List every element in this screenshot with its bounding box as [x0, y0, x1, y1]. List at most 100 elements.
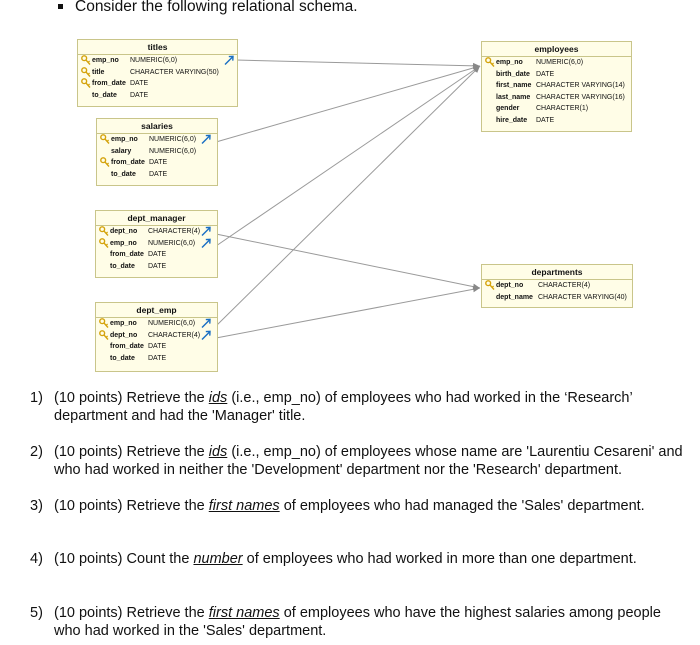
column-row: first_name CHARACTER VARYING(14) [482, 80, 631, 92]
question-text-part: of employees who had worked in more than… [242, 551, 637, 567]
table-name: titles [78, 40, 237, 55]
question-text-part: (10 points) Count the [54, 551, 194, 567]
column-type: NUMERIC(6,0) [148, 239, 196, 247]
column-name: emp_no [110, 239, 137, 247]
column-row: emp_no NUMERIC(6,0) [96, 237, 217, 250]
column-row: dept_no CHARACTER(4) [96, 226, 217, 238]
emphasized-term: number [193, 551, 243, 567]
fk-line-deptemp-employees [215, 65, 481, 327]
table-name: employees [482, 42, 631, 57]
column-type: DATE [149, 159, 168, 166]
column-name: emp_no [110, 320, 137, 327]
emphasized-term: first names [208, 605, 280, 621]
question-number: 1) [30, 390, 43, 406]
table-name: dept_manager [96, 211, 217, 226]
question-text: (10 points) Retrieve the first names of … [54, 605, 684, 640]
question-text: (10 points) Retrieve the ids (i.e., emp_… [54, 444, 684, 479]
question-number: 4) [30, 551, 43, 567]
column-name: dept_name [496, 293, 533, 301]
fk-line-salaries-employees [215, 65, 481, 143]
column-type: CHARACTER VARYING(50) [130, 68, 219, 76]
question-text-part: of employees who had managed the 'Sales'… [279, 498, 645, 514]
fk-line-deptmanager-departments [215, 233, 481, 290]
column-name: emp_no [496, 59, 523, 66]
column-name: emp_no [111, 136, 138, 143]
table-name: salaries [97, 119, 217, 134]
column-row: to_date DATE [96, 353, 217, 365]
column-type: DATE [148, 251, 167, 258]
column-name: from_date [110, 251, 144, 258]
intro-line: Consider the following relational schema… [58, 0, 358, 17]
column-type: NUMERIC(6,0) [148, 320, 196, 327]
question-text-part: (10 points) Retrieve the [54, 444, 209, 460]
column-type: NUMERIC(6,0) [149, 136, 197, 143]
column-row: gender CHARACTER(1) [482, 103, 631, 115]
column-type: DATE [148, 354, 167, 362]
column-type: NUMERIC(6,0) [149, 147, 197, 155]
table-dept-manager: dept_manager dept_no CHARACTER(4) emp_no NUM… [95, 210, 218, 278]
column-type: DATE [536, 70, 555, 78]
foreign-key-icon [224, 55, 234, 66]
column-row: hire_date DATE [482, 115, 631, 127]
column-name: hire_date [496, 116, 528, 124]
column-name: salary [111, 147, 132, 155]
column-name: to_date [110, 354, 135, 362]
emphasized-term: first names [208, 498, 280, 514]
column-row: from_date DATE [96, 249, 217, 261]
question-text: (10 points) Retrieve the ids (i.e., emp_… [54, 390, 684, 425]
question-number: 5) [30, 605, 43, 621]
question-number: 3) [30, 498, 43, 514]
question-text: (10 points) Count the number of employee… [54, 551, 684, 569]
column-type: CHARACTER(1) [536, 105, 589, 112]
fk-line-deptemp-departments [215, 286, 481, 339]
column-row: emp_no NUMERIC(6,0) [96, 318, 217, 330]
column-type: DATE [148, 343, 167, 350]
question-text-part: (i.e., emp_no) of employees who had work… [54, 390, 633, 424]
table-name: departments [482, 265, 632, 280]
primary-key-icon [485, 57, 495, 68]
primary-key-icon [99, 318, 109, 329]
column-name: gender [496, 105, 520, 112]
column-type: NUMERIC(6,0) [130, 57, 178, 64]
column-type: CHARACTER VARYING(14) [536, 82, 625, 89]
column-type: DATE [536, 116, 555, 124]
question-text-part: of employees who have the highest salari… [54, 605, 661, 639]
fk-line-titles-employees [235, 59, 481, 69]
primary-key-icon [99, 226, 109, 237]
column-type: CHARACTER VARYING(16) [536, 93, 625, 101]
column-type: CHARACTER(4) [148, 331, 201, 339]
column-type: CHARACTER(4) [148, 228, 201, 235]
foreign-key-icon [201, 238, 211, 249]
foreign-key-icon [201, 318, 211, 329]
column-name: from_date [111, 159, 145, 166]
primary-key-icon [81, 78, 91, 89]
question-text-part: (i.e., emp_no) of employees whose name a… [54, 444, 683, 478]
column-name: first_name [496, 82, 532, 89]
column-type: DATE [130, 80, 149, 87]
primary-key-icon [81, 66, 91, 78]
question-text-part: (10 points) Retrieve the [54, 605, 209, 621]
column-name: dept_no [496, 282, 524, 289]
foreign-key-icon [201, 134, 211, 145]
question-text-part: (10 points) Retrieve the [54, 390, 209, 406]
foreign-key-icon [201, 226, 211, 237]
column-type: DATE [149, 170, 168, 178]
primary-key-icon [485, 280, 495, 291]
column-name: dept_no [110, 228, 138, 235]
